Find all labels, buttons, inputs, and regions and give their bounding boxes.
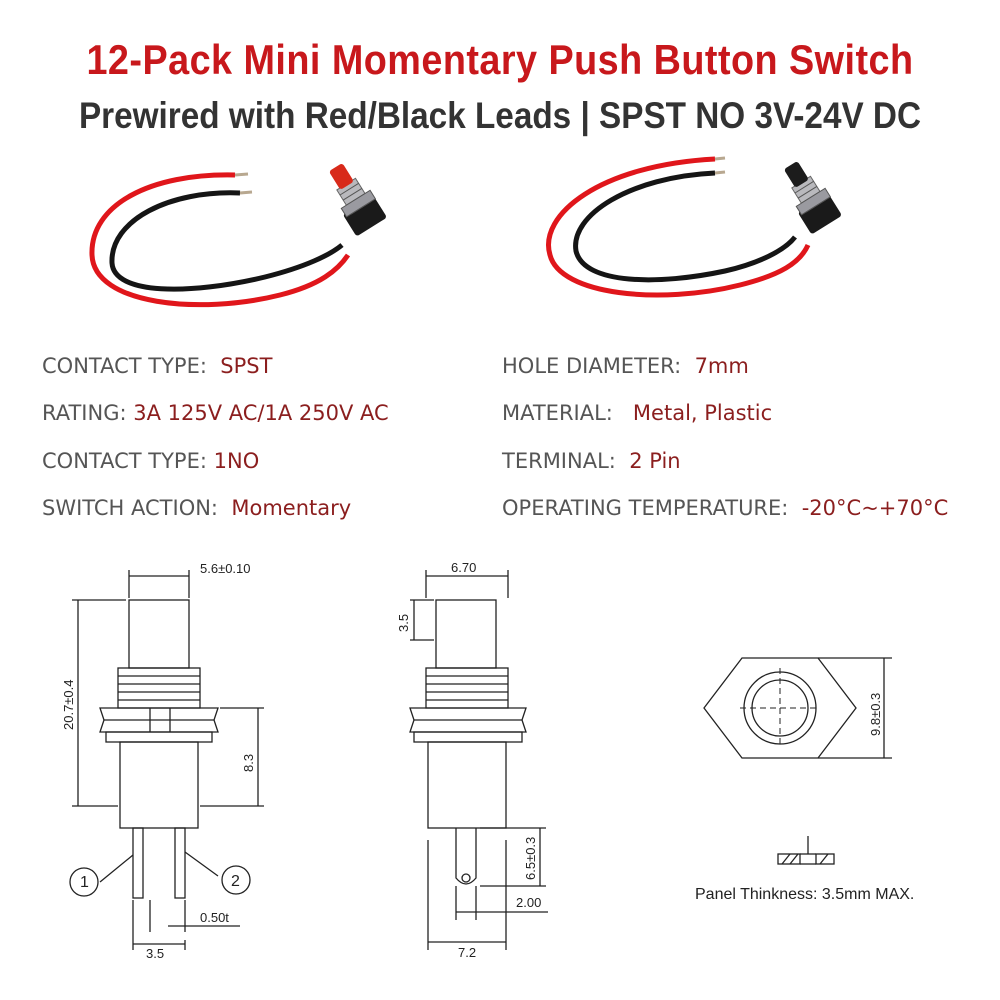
- spec-rating: RATING: 3A 125V AC/1A 250V AC: [42, 401, 389, 425]
- spec-contact-type: CONTACT TYPE: SPST: [42, 354, 273, 378]
- spec-terminal: TERMINAL: 2 Pin: [502, 449, 681, 473]
- page-title: 12-Pack Mini Momentary Push Button Switc…: [86, 36, 914, 83]
- dim-front-pin-width: 0.50t: [200, 910, 229, 925]
- dim-side-base: 7.2: [458, 945, 476, 960]
- red-wire: [546, 156, 811, 298]
- black-switch-body: [784, 162, 841, 234]
- pin-2-label: 2: [231, 873, 240, 890]
- dim-hex-size: 9.8±0.3: [868, 693, 883, 736]
- dim-side-cap: 3.5: [396, 614, 411, 632]
- dimension-labels: 5.6±0.10 20.7±0.4 8.3 0.50t 3.5 1 2 6.70…: [61, 560, 883, 960]
- spec-hole-diameter: HOLE DIAMETER: 7mm: [502, 354, 749, 378]
- dim-side-pin-length: 6.5±0.3: [523, 837, 538, 880]
- pin-1-label: 1: [80, 874, 89, 891]
- side-view-drawing: [409, 570, 548, 950]
- red-wire: [89, 172, 351, 308]
- dim-side-pin-offset: 2.00: [516, 895, 541, 910]
- front-view-drawing: [69, 570, 264, 950]
- hex-top-view-drawing: [703, 657, 892, 759]
- pin-1-callout: [69, 867, 99, 897]
- panel-thickness-note: Panel Thinkness: 3.5mm MAX.: [695, 886, 915, 903]
- dim-side-width: 6.70: [451, 560, 476, 575]
- spec-operating-temperature: OPERATING TEMPERATURE: -20°C~+70°C: [502, 496, 949, 520]
- panel-thickness-symbol: [777, 836, 835, 865]
- spec-material: MATERIAL: Metal, Plastic: [502, 401, 773, 425]
- black-switch-photo: [546, 156, 841, 298]
- dimension-drawings: [69, 570, 892, 950]
- dim-front-pin-pitch: 3.5: [146, 946, 164, 960]
- red-switch-photo: [89, 164, 386, 308]
- spec-contact-type-2: CONTACT TYPE: 1NO: [42, 449, 260, 473]
- pin-2-callout: [221, 865, 251, 895]
- red-switch-body: [329, 164, 386, 236]
- dim-front-body: 8.3: [241, 754, 256, 772]
- dim-front-cap-width: 5.6±0.10: [200, 561, 251, 576]
- dim-front-height: 20.7±0.4: [61, 679, 76, 730]
- black-wire: [109, 190, 344, 292]
- spec-switch-action: SWITCH ACTION: Momentary: [42, 496, 352, 520]
- page-subtitle: Prewired with Red/Black Leads | SPST NO …: [78, 95, 922, 136]
- black-wire: [573, 170, 797, 283]
